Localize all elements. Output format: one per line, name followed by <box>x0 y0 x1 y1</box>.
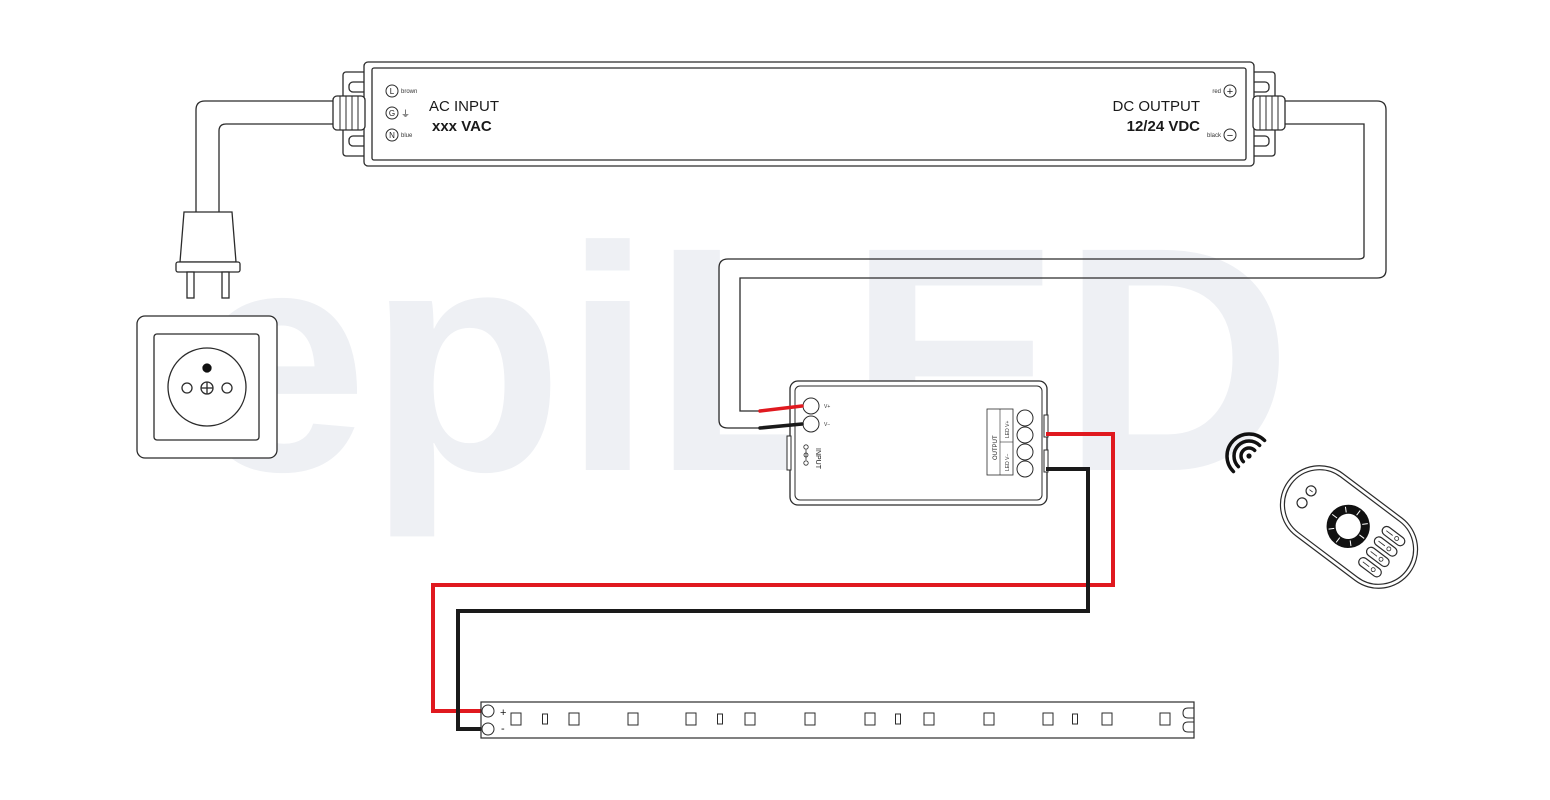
input-label: INPUT <box>814 448 821 470</box>
svg-text:black: black <box>1207 133 1222 139</box>
led-resistor <box>542 713 548 725</box>
terminal-l: L brown <box>385 84 417 98</box>
svg-text:blue: blue <box>401 133 413 139</box>
svg-text:−: − <box>1227 130 1233 142</box>
dc-output-value: 12/24 VDC <box>1127 118 1201 135</box>
led-chip <box>568 712 580 726</box>
led-chip <box>1159 712 1171 726</box>
svg-text:brown: brown <box>401 89 417 95</box>
remote-control-icon <box>1279 465 1419 589</box>
wireless-signal-icon <box>1225 432 1267 474</box>
ac-input-value: xxx VAC <box>432 118 492 135</box>
input-leads <box>758 404 804 430</box>
wall-plug-icon <box>175 211 241 299</box>
svg-text:+: + <box>1227 86 1233 98</box>
output-pin-ledminus: LED V− <box>1005 454 1011 471</box>
input-pin-vminus: V− <box>824 422 830 428</box>
terminal-g: G ⏚ <box>385 106 410 120</box>
power-supply: L brown G ⏚ N blue AC INPUT xxx VAC DC O… <box>332 61 1286 167</box>
led-negative-wire <box>456 467 1090 731</box>
svg-text:red: red <box>1212 89 1221 95</box>
led-resistor <box>895 713 901 725</box>
led-chip <box>983 712 995 726</box>
terminal-minus: − black <box>1207 128 1237 142</box>
led-strip: + - <box>480 701 1195 739</box>
terminal-plus: + red <box>1212 84 1237 98</box>
output-label: OUTPUT <box>993 435 999 460</box>
svg-text:G: G <box>389 109 395 118</box>
ac-cable <box>195 100 335 212</box>
led-chip <box>510 712 522 726</box>
led-chip <box>804 712 816 726</box>
led-chip <box>1101 712 1113 726</box>
led-chip <box>923 712 935 726</box>
led-chip <box>744 712 756 726</box>
svg-text:⏚: ⏚ <box>401 109 410 119</box>
led-positive-wire <box>431 432 1115 713</box>
controller: V+ V− INPUT OUTPUT LED V+ LED V− <box>786 380 1049 506</box>
dc-output-title: DC OUTPUT <box>1113 98 1201 115</box>
output-pin-ledplus: LED V+ <box>1005 421 1011 438</box>
dc-cable <box>718 100 1387 429</box>
input-pin-vplus: V+ <box>824 404 830 410</box>
svg-text:N: N <box>389 131 395 140</box>
strip-plus-label: + <box>500 707 506 719</box>
terminal-n: N blue <box>385 128 413 142</box>
led-resistor <box>1072 713 1078 725</box>
led-chip <box>1042 712 1054 726</box>
wall-socket-icon <box>136 315 278 459</box>
led-chip <box>864 712 876 726</box>
ac-input-title: AC INPUT <box>429 98 499 115</box>
led-chip <box>627 712 639 726</box>
led-chip <box>685 712 697 726</box>
svg-text:L: L <box>390 87 395 96</box>
polarity-icon <box>803 444 809 466</box>
led-resistor <box>717 713 723 725</box>
strip-minus-label: - <box>501 723 505 735</box>
watermark-logo: epiLED <box>190 180 1292 540</box>
